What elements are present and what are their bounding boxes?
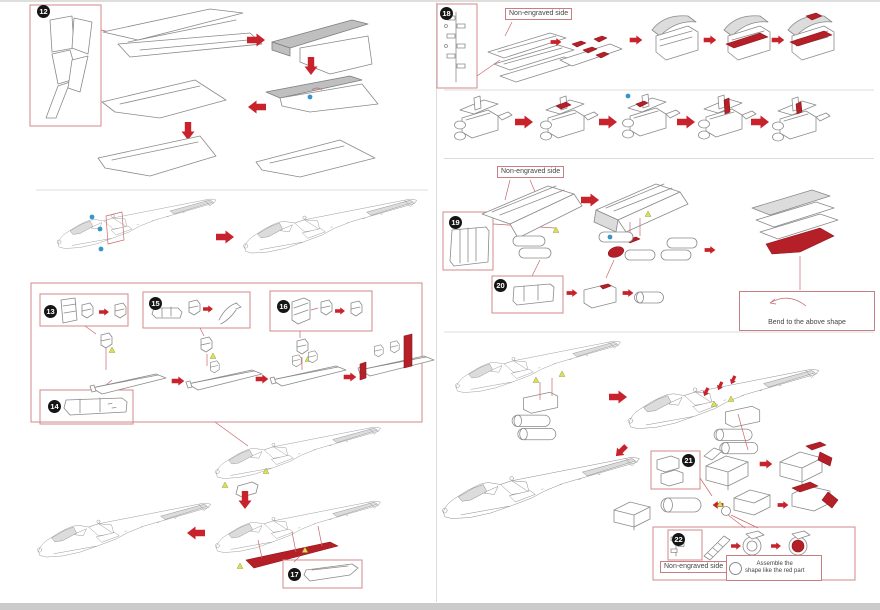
assemble-note-line2: shape like the red part [745, 568, 805, 574]
step-badge-14: 14 [48, 400, 61, 413]
part-circle-icon [729, 561, 742, 575]
step-16-box [269, 290, 373, 332]
bottom-left-helicopter-sequence [37, 426, 381, 589]
pliers-icon [218, 302, 242, 325]
assemble-note-text: Assemble the shape like the red part [745, 561, 804, 575]
step-15-box [142, 291, 251, 329]
step-badge-16: 16 [277, 300, 290, 313]
skid-rail-sequence [89, 333, 435, 395]
step-19-box [442, 211, 494, 271]
step-18-row [436, 3, 835, 89]
non-engraved-side-label-top: Non-engraved side [505, 8, 573, 20]
step-13-box [39, 293, 129, 327]
step-badge-21: 21 [682, 454, 695, 467]
steps-13-16-box [30, 282, 435, 447]
engine-mount-row [454, 93, 831, 142]
tail-boom-fold-sequence [97, 8, 379, 178]
engine-fold-sequence [613, 441, 839, 531]
non-engraved-side-label-bottom: Non-engraved side [660, 561, 728, 573]
bottom-right-helicopter-section [441, 340, 856, 581]
step-badge-18: 18 [440, 7, 453, 20]
step-badge-22: 22 [672, 533, 685, 546]
step-badge-12: 12 [37, 5, 50, 18]
photo-edge-bottom [0, 603, 880, 610]
bend-note-text: Bend to the above shape [768, 319, 846, 326]
assemble-note-box: Assemble the shape like the red part [726, 555, 822, 581]
section-dividers [36, 0, 874, 602]
step-12-parts-box [29, 4, 124, 127]
step-badge-20: 20 [494, 279, 507, 292]
photo-edge-top [0, 0, 880, 2]
seat-subassemblies [84, 325, 312, 370]
bend-note-box: Bend to the above shape [739, 291, 875, 331]
step-17-box [282, 555, 363, 589]
step-20-box [491, 275, 564, 314]
step-22-box [652, 500, 856, 581]
assemble-note-line1: Assemble the [756, 561, 793, 568]
step-badge-17: 17 [288, 568, 301, 581]
step-21-box [650, 450, 713, 497]
steps-19-20-section [442, 179, 839, 314]
step-badge-13: 13 [44, 305, 57, 318]
fuselage-join-row [56, 198, 417, 254]
step-badge-15: 15 [149, 297, 162, 310]
step-badge-19: 19 [449, 216, 462, 229]
non-engraved-side-label-middle: Non-engraved side [497, 166, 565, 178]
